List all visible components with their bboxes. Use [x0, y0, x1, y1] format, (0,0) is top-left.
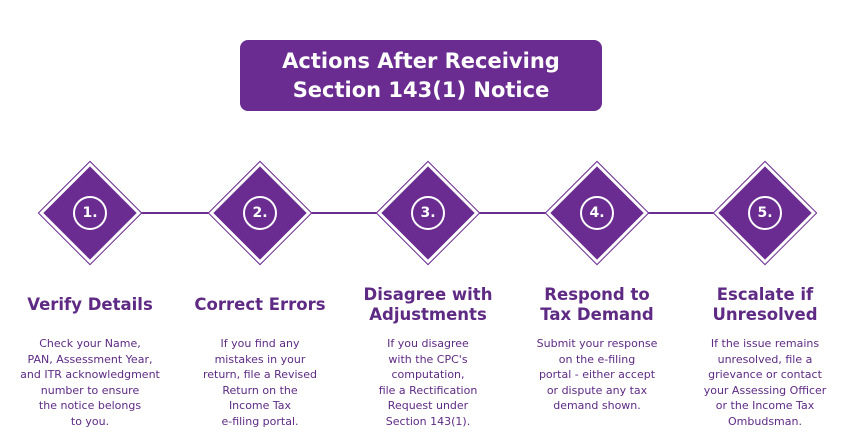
step-description-line: computation,	[391, 368, 465, 381]
step-title-line: Adjustments	[369, 305, 487, 324]
step-description-line: Return on the	[222, 383, 298, 397]
step-description-line: Request under	[387, 399, 469, 412]
step-diamond: 3.	[375, 160, 481, 266]
step-description-line: portal - either accept	[538, 368, 656, 381]
step-title-line: Respond to	[544, 285, 650, 304]
title-line: Actions After Receiving	[282, 48, 560, 73]
step-description-line: If the issue remains	[710, 337, 820, 350]
step-description-line: Ombudsman.	[728, 414, 802, 428]
step-description-line: Income Tax	[228, 399, 292, 412]
step-description-line: your Assessing Officer	[703, 383, 827, 397]
step-title: Correct Errors	[175, 284, 345, 326]
step-number-badge: 1.	[73, 196, 107, 230]
step-description: If you disagree with the CPC's computation…	[343, 336, 513, 429]
step-description-line: demand shown.	[553, 399, 641, 412]
step-title-line: Verify Details	[27, 295, 153, 314]
step-description: If you find any mistakes in your return, f…	[175, 336, 345, 429]
step-description-line: with the CPC's	[388, 352, 468, 366]
step-number-badge: 3.	[411, 196, 445, 230]
step-description-line: e-filing portal.	[221, 414, 299, 428]
step-number-badge: 4.	[580, 196, 614, 230]
step-description-line: PAN, Assessment Year,	[27, 352, 153, 366]
step-title-line: Tax Demand	[540, 305, 654, 324]
title-line: Section 143(1) Notice	[292, 77, 550, 102]
step-description-line: and ITR acknowledgment	[20, 368, 160, 381]
step-description: Check your Name, PAN, Assessment Year, and…	[5, 336, 175, 429]
step-number-badge: 2.	[243, 196, 277, 230]
step-number: 2.	[252, 205, 268, 221]
step-number: 1.	[82, 205, 98, 221]
step-title-line: Unresolved	[712, 305, 818, 324]
step-description-line: the notice belongs	[38, 399, 142, 412]
step-description-line: Check your Name,	[39, 337, 141, 350]
step-description-line: file a Rectification	[378, 383, 478, 397]
step-description-line: Section 143(1).	[385, 414, 471, 428]
step-description-line: to you.	[70, 414, 110, 428]
step-diamond: 2.	[207, 160, 313, 266]
step-description-line: If you find any	[220, 337, 300, 350]
step-description-line: or the Income Tax	[715, 399, 815, 412]
step-description: Submit your response on the e-filing porta…	[512, 336, 682, 414]
step-title-line: Escalate if	[716, 285, 814, 304]
step-description: If the issue remains unresolved, file a gr…	[680, 336, 850, 429]
step-description-line: If you disagree	[387, 337, 469, 350]
step-description-line: on the e-filing	[558, 352, 636, 366]
step-number: 4.	[589, 205, 605, 221]
step-description-line: return, file a Revised	[202, 368, 318, 381]
step-description-line: grievance or contact	[708, 368, 822, 381]
step-number: 5.	[757, 205, 773, 221]
diagram-title: Actions After Receiving Section 143(1) N…	[240, 40, 602, 111]
step-number-badge: 5.	[748, 196, 782, 230]
step-diamond: 4.	[544, 160, 650, 266]
step-description-line: number to ensure	[40, 383, 140, 397]
step-diamond: 5.	[712, 160, 818, 266]
step-title-line: Disagree with	[363, 285, 493, 304]
step-description-line: mistakes in your	[214, 352, 306, 366]
step-description-line: Submit your response	[536, 337, 658, 350]
step-description-line: unresolved, file a	[717, 352, 813, 366]
step-title: Verify Details	[5, 284, 175, 326]
step-diamond: 1.	[37, 160, 143, 266]
step-title-line: Correct Errors	[194, 295, 326, 314]
step-description-line: or dispute any tax	[546, 383, 648, 397]
step-number: 3.	[420, 205, 436, 221]
step-column: Correct Errors If you find any mistakes in…	[175, 284, 345, 429]
